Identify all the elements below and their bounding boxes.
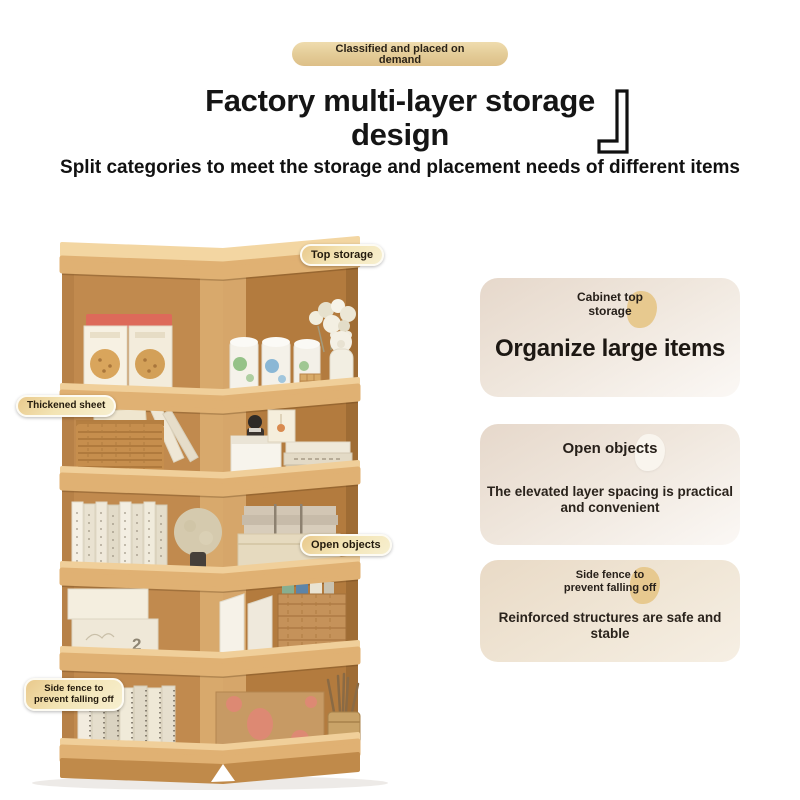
blob-decoration-icon — [635, 434, 665, 471]
corner-shelf-illustration: 2 — [32, 236, 388, 790]
feature-card-tag: Open objects — [562, 440, 658, 457]
box-number-label: 2 — [132, 635, 141, 654]
blob-decoration-icon — [627, 291, 657, 328]
feature-card-cabinet-top-storage: Cabinet top storage Organize large items — [480, 278, 740, 397]
page-title: Factory multi-layer storage design — [205, 83, 595, 152]
feature-card-tag: Cabinet top storage — [577, 290, 643, 318]
photo-label-thickened-sheet: Thickened sheet — [16, 395, 117, 417]
feature-card-open-objects: Open objects The elevated layer spacing … — [480, 424, 740, 545]
shelf-boards — [59, 236, 361, 784]
feature-card-description: The elevated layer spacing is practical … — [486, 484, 734, 515]
product-photo: 2 — [28, 232, 468, 792]
page-subtitle: Split categories to meet the storage and… — [60, 157, 740, 178]
top-badge: Classified and placed on demand — [292, 42, 508, 66]
feature-card-side-fence: Side fence to prevent falling off Reinfo… — [480, 560, 740, 662]
photo-label-top-storage: Top storage — [300, 244, 385, 266]
tier1-items — [83, 299, 356, 397]
photo-label-side-fence: Side fence to prevent falling off — [24, 678, 124, 711]
corner-quote-icon — [596, 88, 636, 156]
feature-card-description: Reinforced structures are safe and stabl… — [498, 610, 722, 641]
feature-card-tag: Side fence to prevent falling off — [563, 569, 657, 594]
photo-label-open-objects: Open objects — [300, 534, 392, 556]
feature-card-headline: Organize large items — [494, 335, 726, 362]
blob-decoration-icon — [630, 567, 660, 604]
